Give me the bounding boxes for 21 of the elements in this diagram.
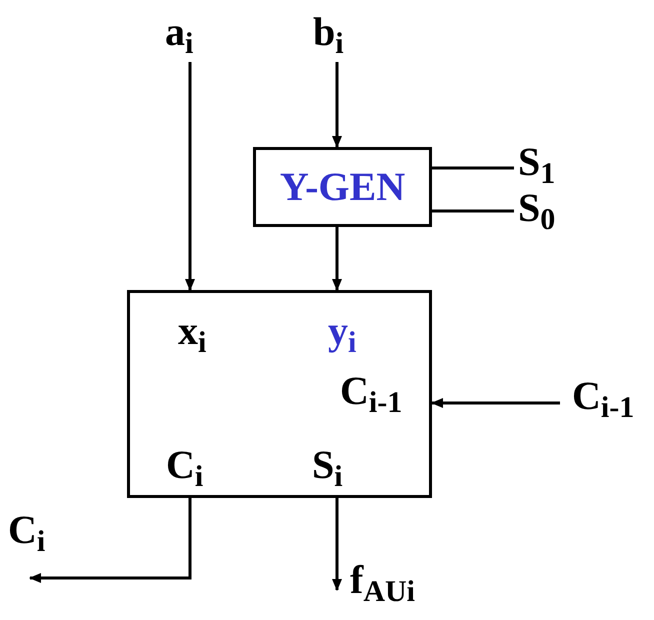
port-label: x$_{i}$ [178,311,206,351]
connector-arrow [332,227,342,291]
connector-arrow [29,498,192,583]
connector-arrow [431,398,560,408]
signal-name: C$_{i}$ [8,510,46,550]
generator-box [253,147,432,227]
connector-arrow [185,62,195,291]
connector-arrow [332,62,342,148]
signal-name: S$_{0}$ [518,188,556,228]
port-label: y$_{i}$ [328,311,356,351]
signal-name: C$_{i-1}$ [572,376,636,416]
adder-box [127,290,432,498]
signal-name: a$_{i}$ [165,12,194,52]
port-label: C$_{i}$ [166,445,204,485]
connector-arrow [332,498,342,591]
signal-name: f$_{AUi}$ [350,560,416,600]
port-label: S$_{i}$ [312,445,343,485]
port-label: C$_{i-1}$ [340,371,402,411]
signal-name: b$_{i}$ [313,12,345,52]
block-title: Y-GEN [280,167,406,207]
signal-name: S$_{1}$ [518,142,556,182]
